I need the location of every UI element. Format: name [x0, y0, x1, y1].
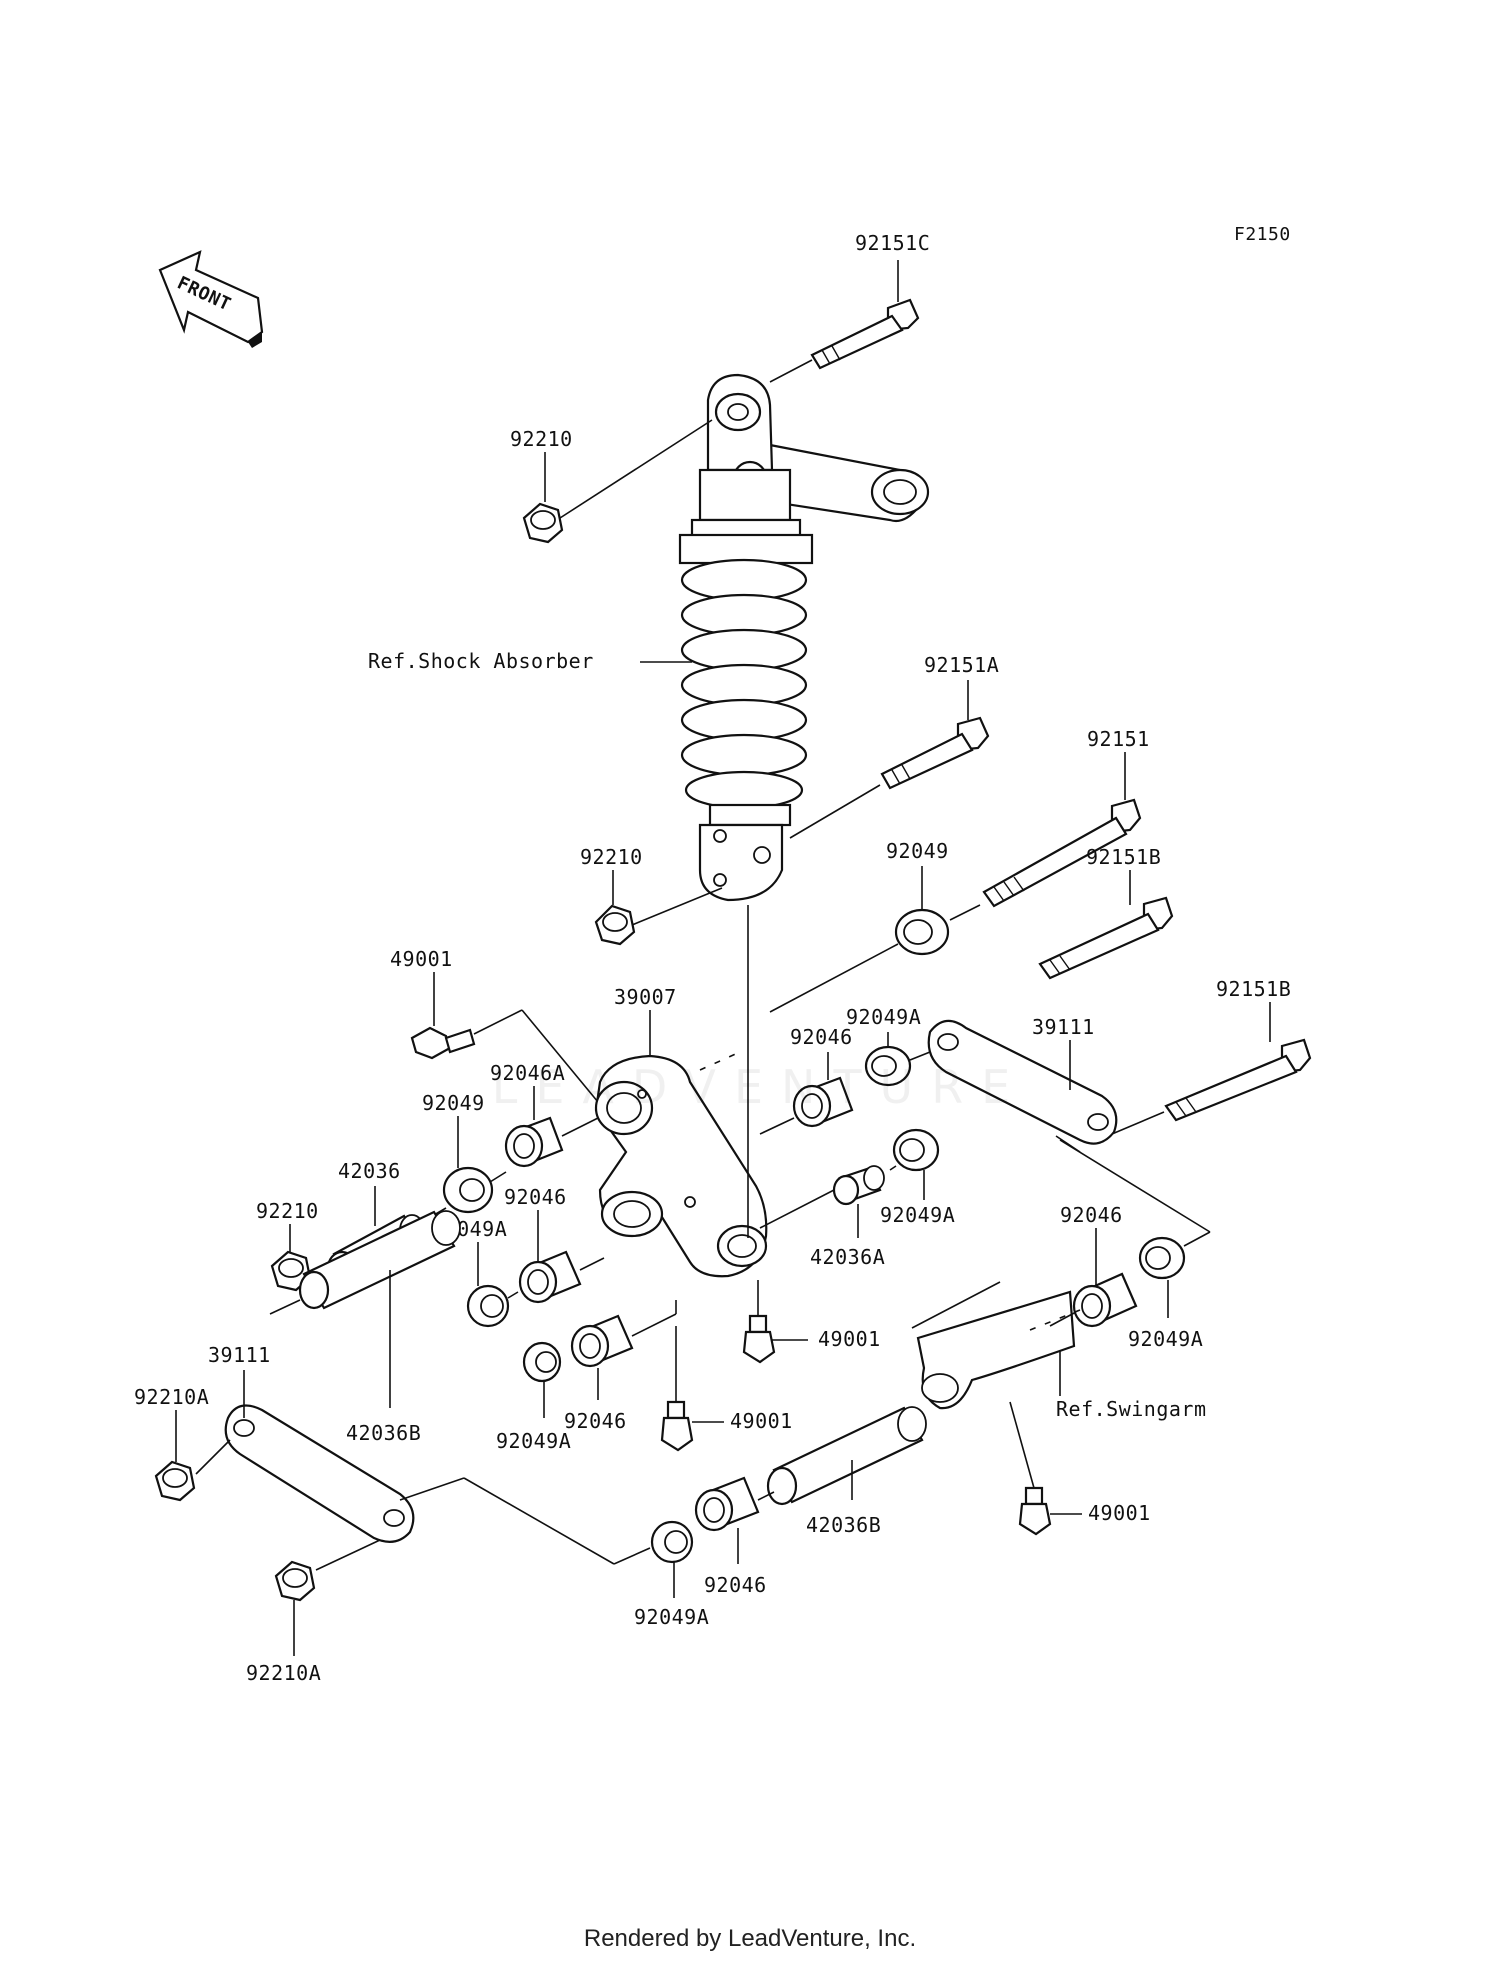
- grease-nipple-49001-top: [410, 1026, 476, 1060]
- rocker-arm-39007: [594, 1054, 768, 1278]
- callout-92151a: 92151A: [924, 653, 999, 677]
- bearing-92046-bottom: [694, 1476, 760, 1532]
- callout-49001-center: 49001: [818, 1327, 881, 1351]
- bearing-92046a: [504, 1116, 564, 1168]
- bolt-92151c: [810, 298, 920, 370]
- callout-39111-left: 39111: [208, 1343, 271, 1367]
- sleeve-42036a: [832, 1165, 885, 1206]
- front-arrow-icon: FRONT: [158, 250, 264, 348]
- callout-39007: 39007: [614, 985, 677, 1009]
- bolt-92151a: [880, 716, 990, 790]
- callout-92046-bottom: 92046: [704, 1573, 767, 1597]
- bolt-92151b-2: [1164, 1038, 1312, 1122]
- grease-nipple-49001-center: [742, 1314, 776, 1364]
- callout-49001-top: 49001: [390, 947, 453, 971]
- shock-absorber: [678, 373, 930, 902]
- callout-92049-mid: 92049: [886, 839, 949, 863]
- callout-42036a: 42036A: [810, 1245, 885, 1269]
- swingarm-ref-label: Ref.Swingarm: [1056, 1397, 1207, 1421]
- callout-39111-right: 39111: [1032, 1015, 1095, 1039]
- callout-92049a-bottom: 92049A: [634, 1605, 709, 1629]
- figure-code: F2150: [1234, 224, 1291, 245]
- seal-92049a-swingarm: [1138, 1236, 1186, 1280]
- callout-92151c: 92151C: [855, 231, 930, 255]
- tie-rod-39111-right: [927, 1019, 1118, 1145]
- callout-92210a-lower: 92210A: [246, 1661, 321, 1685]
- sleeve-42036b-left: [298, 1210, 461, 1310]
- bolt-92151b-1: [1038, 896, 1174, 980]
- callout-92046-swingarm: 92046: [1060, 1203, 1123, 1227]
- spring-coils: [680, 558, 808, 810]
- callout-92049a-swingarm: 92049A: [1128, 1327, 1203, 1351]
- footer-credit: Rendered by LeadVenture, Inc.: [583, 1925, 917, 1952]
- grease-nipple-49001-swingarm: [1018, 1486, 1052, 1536]
- swingarm-ref: [911, 1281, 1076, 1410]
- nut-92210a-upper: [154, 1460, 196, 1502]
- callout-92049-left: 92049: [422, 1091, 485, 1115]
- bearing-92046-swingarm: [1072, 1272, 1138, 1328]
- grease-nipple-49001-low: [660, 1400, 694, 1452]
- shock-absorber-ref: Ref.Shock Absorber: [368, 649, 594, 673]
- seal-92049a-left-mid: [466, 1284, 510, 1328]
- callout-92151b-1: 92151B: [1086, 845, 1161, 869]
- callout-92151: 92151: [1087, 727, 1150, 751]
- collar-92049-left: [442, 1166, 494, 1214]
- tie-rod-39111-left: [224, 1404, 415, 1543]
- nut-92210-mid: [594, 904, 636, 946]
- callout-42036: 42036: [338, 1159, 401, 1183]
- sleeve-42036b-right: [766, 1406, 927, 1506]
- nut-92210-top: [522, 502, 564, 544]
- callout-92151b-2: 92151B: [1216, 977, 1291, 1001]
- callout-92046-left-mid: 92046: [504, 1185, 567, 1209]
- callout-92049a-lower: 92049A: [496, 1429, 571, 1453]
- callout-92210-top: 92210: [510, 427, 573, 451]
- seal-92049a-right: [864, 1045, 912, 1087]
- callout-49001-low: 49001: [730, 1409, 793, 1433]
- seal-92049a-center: [892, 1128, 940, 1172]
- callout-92046-right: 92046: [790, 1025, 853, 1049]
- bolt-92151-long: [982, 798, 1142, 908]
- nut-92210a-lower: [274, 1560, 316, 1602]
- callout-42036b-left: 42036B: [346, 1421, 421, 1445]
- seal-92049a-lower: [522, 1341, 562, 1383]
- callout-49001-swingarm: 49001: [1088, 1501, 1151, 1525]
- collar-92049-mid: [894, 908, 950, 956]
- callout-92049a-center: 92049A: [880, 1203, 955, 1227]
- callout-92210-mid: 92210: [580, 845, 643, 869]
- callout-92210a-upper: 92210A: [134, 1385, 209, 1409]
- bearing-92046-left-mid: [518, 1250, 582, 1304]
- callout-92210-left: 92210: [256, 1199, 319, 1223]
- bearing-92046-right: [792, 1076, 854, 1128]
- callout-92046a: 92046A: [490, 1061, 565, 1085]
- seal-92049a-bottom: [650, 1520, 694, 1564]
- bearing-92046-lower: [570, 1314, 634, 1368]
- callout-92046-lower: 92046: [564, 1409, 627, 1433]
- callout-42036b-right: 42036B: [806, 1513, 881, 1537]
- callout-92049a-right: 92049A: [846, 1005, 921, 1029]
